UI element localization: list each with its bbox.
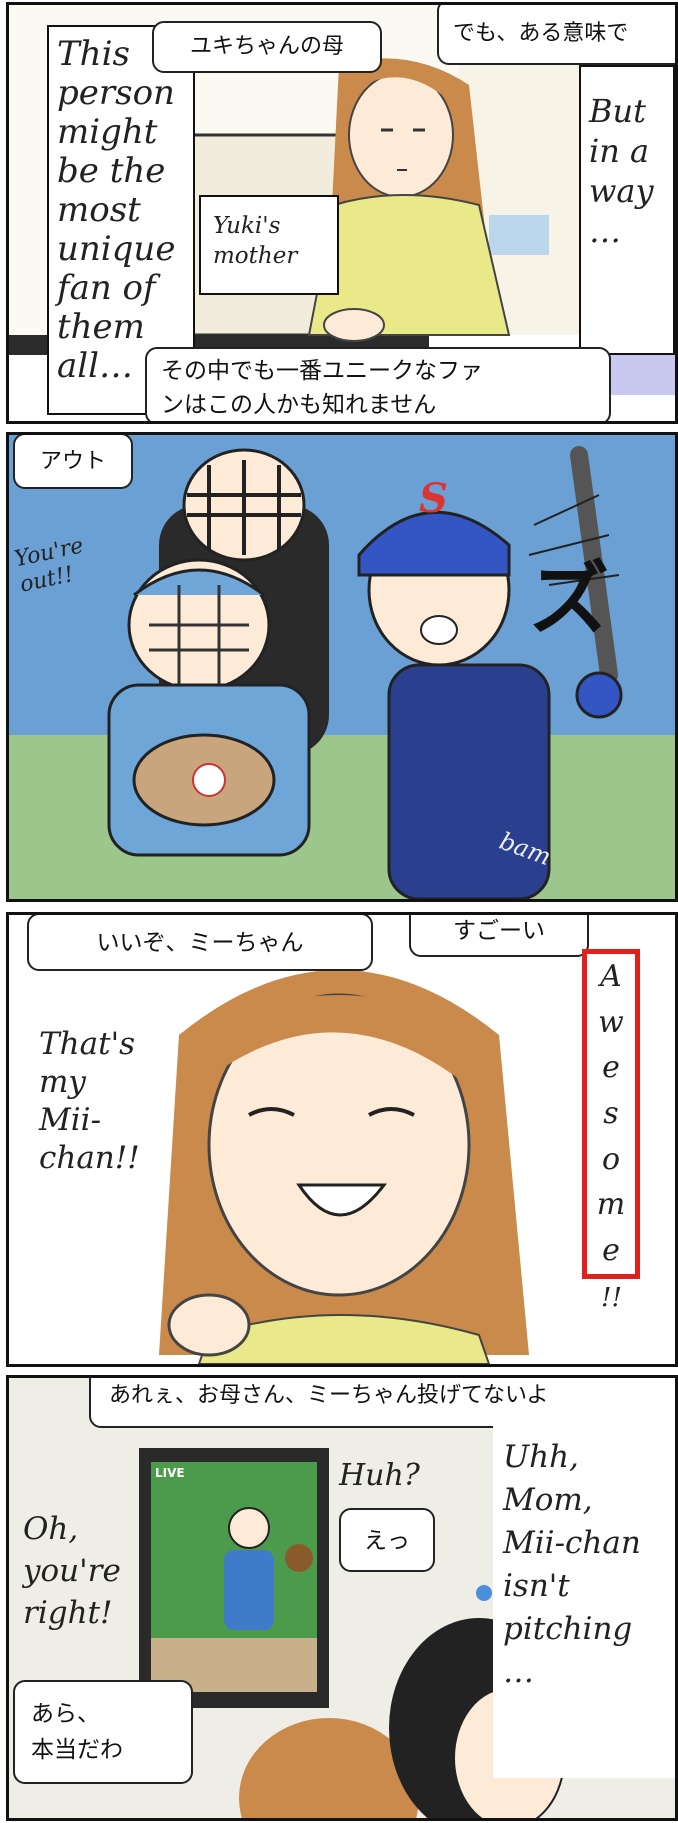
cushion bbox=[489, 215, 549, 255]
text-thats-my-mii-chan: That's my Mii- chan!! bbox=[39, 1026, 140, 1176]
awesome-letter: m bbox=[596, 1187, 626, 1223]
awesome-exclamation: !! bbox=[601, 1283, 622, 1313]
catcher-helmet bbox=[133, 568, 265, 597]
mother-mouth bbox=[296, 1183, 388, 1217]
batter-glove bbox=[575, 671, 623, 719]
text-uhh-mom: Uhh, Mom, Mii-chan isn't pitching … bbox=[503, 1439, 641, 1690]
caption-right-text: But in a way … bbox=[589, 92, 654, 250]
pitcher-glove bbox=[285, 1544, 313, 1572]
panel-2-scene bbox=[9, 435, 675, 899]
caption-right: But in a way … bbox=[579, 65, 675, 355]
awesome-box: A w e s o m e bbox=[582, 949, 640, 1279]
helmet-logo: S bbox=[419, 475, 448, 522]
awesome-letter: A bbox=[600, 958, 622, 994]
batter-uniform bbox=[387, 663, 551, 899]
hair-clip bbox=[476, 1585, 492, 1601]
text-oh-youre-right: Oh, you're right! bbox=[23, 1511, 121, 1631]
bubble-most-unique: その中でも一番ユニークなファ ンはこの人かも知れません bbox=[145, 347, 611, 421]
mother-shirt bbox=[307, 194, 511, 336]
caption-right: Uhh, Mom, Mii-chan isn't pitching … bbox=[493, 1418, 675, 1778]
panel-2: アウト You're out!! S ズ bam bbox=[6, 432, 678, 902]
bubble-eh: えっ bbox=[339, 1508, 435, 1572]
mother-fist bbox=[167, 1293, 251, 1357]
text-huh: Huh? bbox=[339, 1458, 420, 1493]
sfx-zu: ズ bbox=[529, 553, 609, 646]
awesome-letter: w bbox=[598, 1004, 624, 1040]
bubble-oh-really: あら、 本当だわ bbox=[13, 1680, 193, 1784]
mother-back-head bbox=[239, 1718, 419, 1818]
caption-left-text: This person might be the most unique fan… bbox=[57, 34, 176, 386]
bubble-yuki-mother: ユキちゃんの母 bbox=[152, 21, 382, 73]
bubble-amazing: すごーい bbox=[409, 915, 589, 957]
mother-face bbox=[348, 72, 454, 198]
panel-1: This person might be the most unique fan… bbox=[6, 2, 678, 424]
awesome-letter: s bbox=[603, 1095, 619, 1131]
bubble-mii-not-pitching: あれぇ、お母さん、ミーちゃん投げてないよ bbox=[89, 1378, 675, 1428]
pitcher-head bbox=[228, 1507, 270, 1549]
mother-hand bbox=[323, 308, 385, 342]
tv-live-label: LIVE bbox=[155, 1466, 185, 1480]
panel-3-scene bbox=[159, 970, 529, 1364]
panel-3: いいぞ、ミーちゃん すごーい That's my Mii- chan!! A w… bbox=[6, 912, 678, 1367]
awesome-letter: e bbox=[602, 1050, 620, 1086]
motion-lines bbox=[528, 494, 620, 586]
bubble-out: アウト bbox=[13, 435, 133, 489]
bat bbox=[570, 446, 618, 684]
awesome-letter: e bbox=[602, 1233, 620, 1269]
umpire-mask bbox=[187, 460, 301, 555]
baseball bbox=[192, 763, 226, 797]
bubble-good-job: いいぞ、ミーちゃん bbox=[27, 915, 373, 971]
pitcher-body bbox=[224, 1550, 274, 1630]
batter-helmet bbox=[357, 511, 511, 577]
awesome-letter: o bbox=[601, 1141, 621, 1177]
bubble-but-in-a-way: でも、ある意味で bbox=[437, 5, 675, 65]
yuki-mother-label: Yuki's mother bbox=[213, 213, 298, 269]
label-box: Yuki's mother bbox=[199, 195, 339, 295]
panel-4: あれぇ、お母さん、ミーちゃん投げてないよ LIVE Huh? えっ Oh, yo… bbox=[6, 1375, 678, 1821]
